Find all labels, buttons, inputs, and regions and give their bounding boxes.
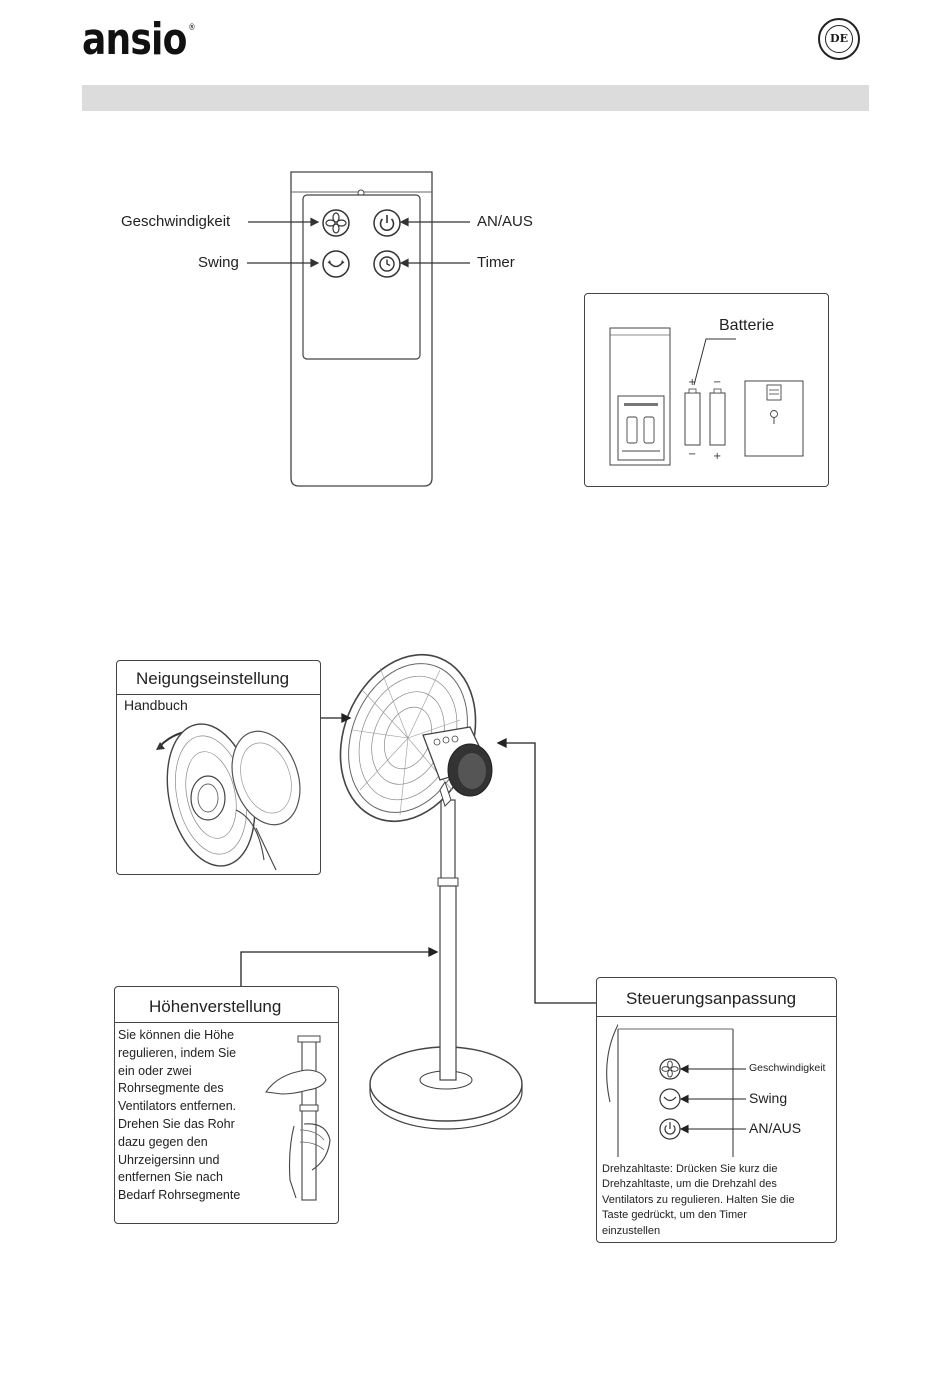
remote-label-swing: Swing [198, 254, 239, 271]
remote-label-speed: Geschwindigkeit [121, 213, 231, 230]
swing-icon [322, 250, 350, 278]
control-label-power: AN/AUS [749, 1120, 802, 1136]
control-label-speed: Geschwindigkeit [749, 1062, 826, 1074]
svg-text:−: − [688, 449, 696, 460]
height-box-title: Höhenverstellung [149, 997, 282, 1016]
language-badge: DE [818, 18, 860, 60]
header-bar [82, 85, 869, 111]
svg-text:+: + [713, 451, 721, 462]
control-box-divider [597, 1016, 836, 1017]
remote-label-timer: Timer [477, 254, 515, 271]
height-box-description: Sie können die Höhe regulieren, indem Si… [118, 1028, 241, 1203]
control-label-swing: Swing [749, 1090, 788, 1106]
tilt-fan-illustration [156, 723, 301, 871]
fan-speed-icon [322, 209, 350, 237]
height-box-divider [115, 1022, 338, 1023]
tilt-box-title: Neigungseinstellung [136, 669, 290, 688]
remote-label-power: AN/AUS [477, 213, 533, 230]
tilt-box-subtitle: Handbuch [124, 697, 188, 713]
tilt-box-divider [117, 694, 320, 695]
battery-illustration: + − − + [609, 327, 804, 466]
brand-logo: ansio® [82, 14, 196, 65]
control-box-title: Steuerungsanpassung [626, 989, 797, 1008]
svg-text:−: − [713, 377, 721, 388]
control-box-description: Drehzahltaste: Drücken Sie kurz die Dreh… [602, 1163, 795, 1237]
timer-icon [373, 250, 401, 278]
pole-hands-illustration [265, 1035, 331, 1201]
control-panel-illustration [606, 1019, 746, 1159]
svg-text:+: + [688, 377, 696, 388]
power-icon [373, 209, 401, 237]
battery-label: Batterie [719, 317, 775, 334]
